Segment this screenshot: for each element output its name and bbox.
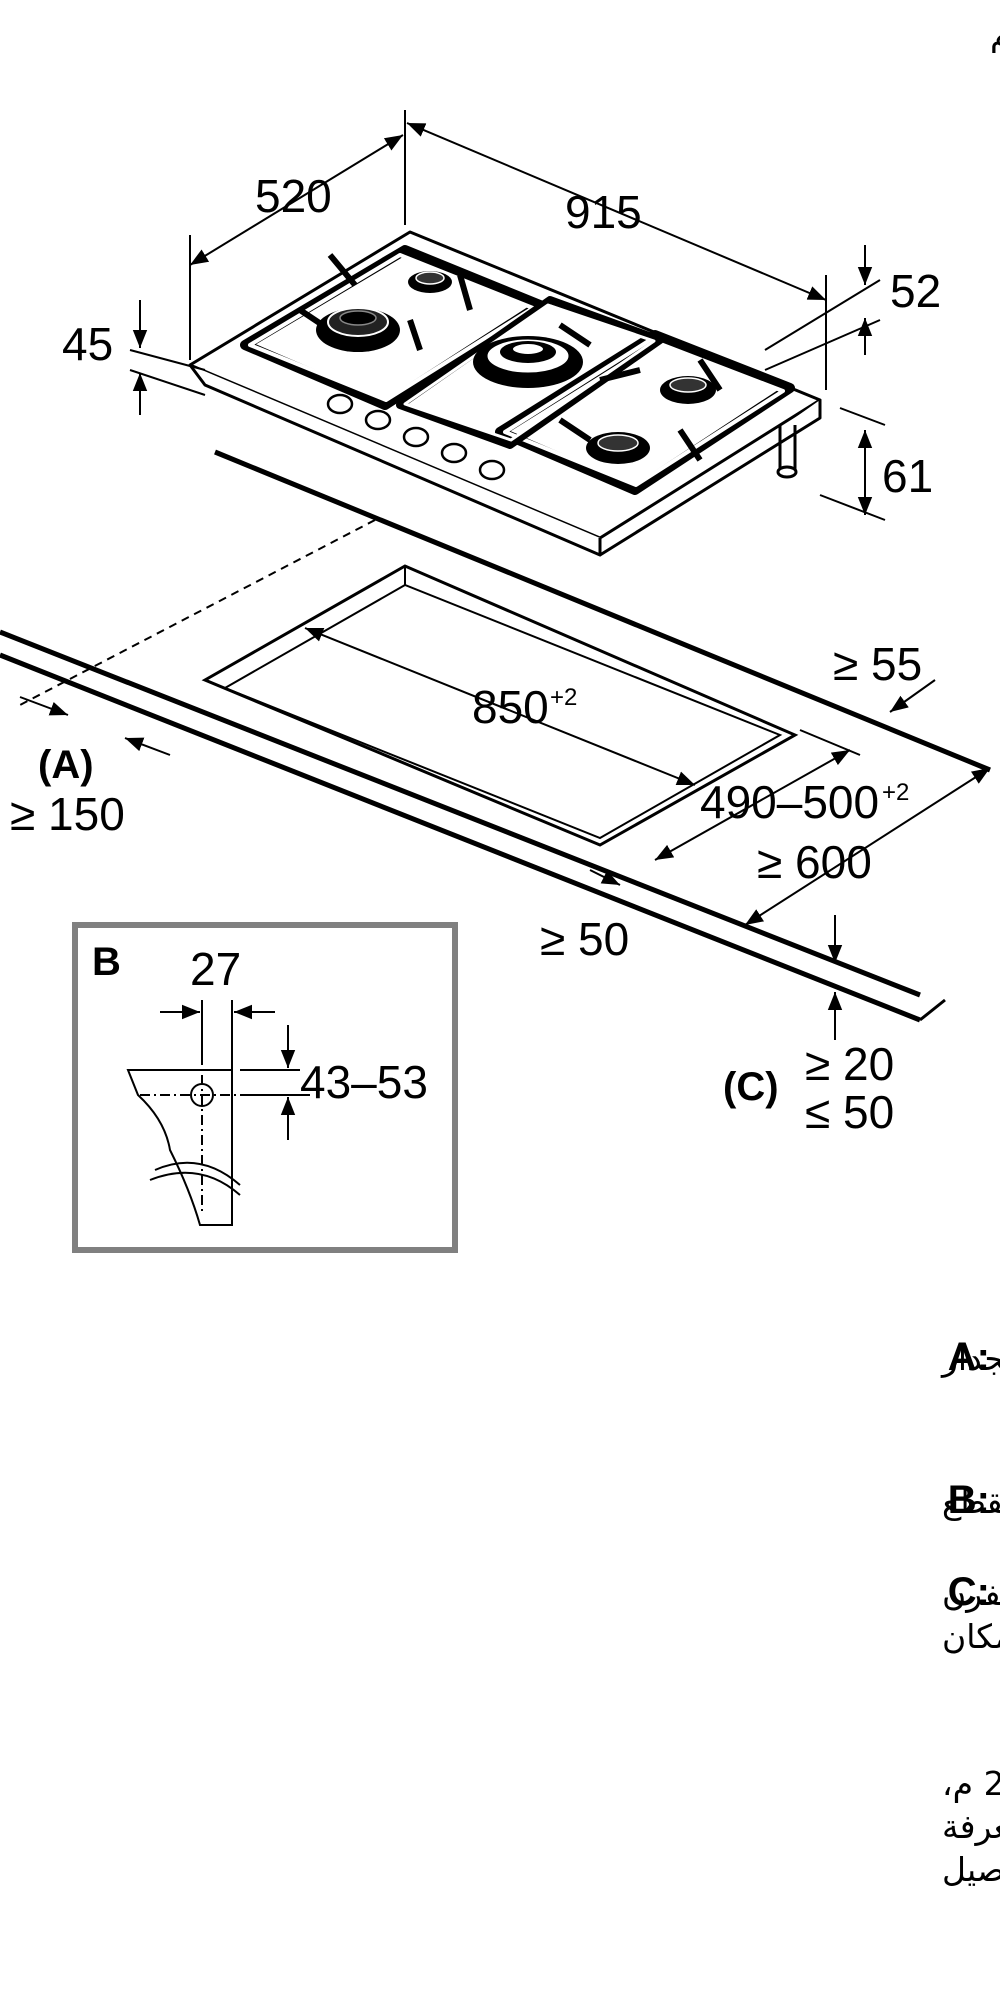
thickness-min-label: ≥ 20: [805, 1038, 894, 1090]
detail-b-width: 27: [190, 943, 241, 995]
note-line2: يلزمك مباعد إضافي، اتصل بخدمة العملاء لم…: [942, 1807, 1000, 1847]
width-915-label: 915: [565, 186, 642, 238]
legend-a-key: A:: [948, 1335, 990, 1379]
burners: [316, 271, 716, 464]
legend-c-key: C:: [948, 1570, 990, 1614]
cutout-width-label: 850: [472, 681, 549, 733]
height-45-label: 45: [62, 318, 113, 370]
hob-dimension-lines: [129, 110, 886, 521]
thickness-max-label: ≤ 50: [805, 1086, 894, 1138]
worktop-depth-label: ≥ 600: [757, 836, 872, 888]
note: بالنسبة لسُمك سطح العمل المتراوح بين 12 …: [942, 1764, 1000, 1889]
cutout-dimension-lines: [19, 627, 991, 1040]
cutout-depth-label: 490–500: [700, 776, 879, 828]
detail-b-box: B 27 43–53: [72, 922, 458, 1253]
frame-52-label: 52: [890, 265, 941, 317]
note-line1: بالنسبة لسُمك سطح العمل المتراوح بين 12 …: [942, 1764, 1000, 1803]
label-a: (A): [38, 743, 94, 787]
wall-distance-label: ≥ 150: [10, 788, 125, 840]
detail-b-height: 43–53: [300, 1056, 428, 1108]
control-knobs: [326, 393, 506, 481]
back-distance-label: ≥ 55: [833, 638, 922, 690]
legend: A: أدنى مسافة من مقطع الموقد إلى الجدار …: [940, 1335, 1000, 1656]
label-c: (C): [723, 1065, 779, 1109]
legend-a-text: أدنى مسافة من مقطع الموقد إلى الجدار: [940, 1337, 1000, 1379]
legend-c-text-line1: راجع متطلبات المساحة المناسبة للفرن مع ت…: [942, 1574, 1000, 1613]
total-61-label: 61: [882, 450, 933, 502]
detail-b-title: B: [92, 940, 121, 984]
legend-c-text-line2: في الأسفل قدر الإمكان: [942, 1616, 1000, 1656]
legend-b-text: موضع وصلة الغاز في المقطع: [942, 1482, 1000, 1521]
legend-b-key: B:: [948, 1478, 990, 1522]
cutout-depth-tolerance: +2: [882, 779, 909, 806]
depth-520-label: 520: [255, 170, 332, 222]
note-line3: التفاصيل: [942, 1850, 1000, 1889]
hob: [188, 230, 822, 557]
cutout-width-tolerance: +2: [550, 684, 577, 711]
front-distance-label: ≥ 50: [540, 913, 629, 965]
units-note: القياسات بوحدة مم: [990, 14, 1000, 53]
